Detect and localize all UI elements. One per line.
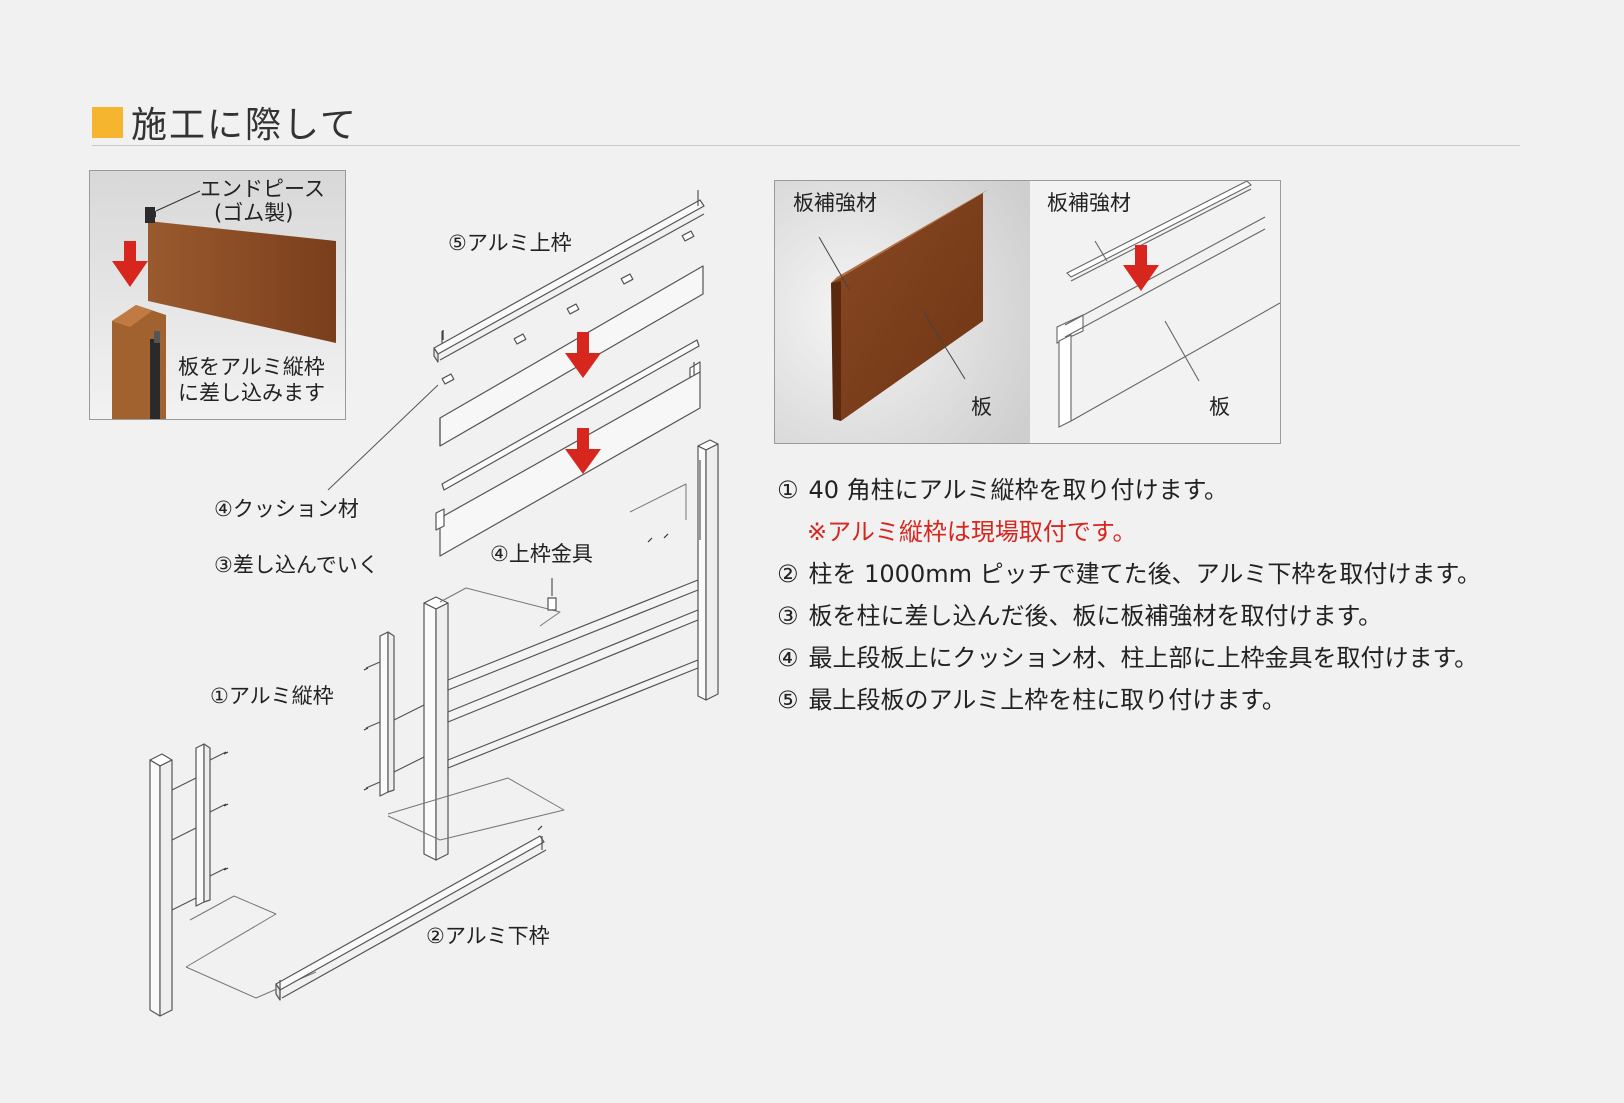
top-frame-label: ⑤アルミ上枠 <box>448 231 572 255</box>
end-piece-label-line1: エンドピース <box>200 177 325 201</box>
note-text: ※アルミ縦枠は現場取付です。 <box>807 518 1137 546</box>
reinforcement-photo <box>775 181 1280 443</box>
step-number: ① <box>777 476 799 504</box>
inset-caption-line2: に差し込みます <box>178 381 325 405</box>
bottom-frame-label: ②アルミ下枠 <box>426 924 550 948</box>
step-text: 最上段板上にクッション材、柱上部に上枠金具を取付けます。 <box>808 644 1479 672</box>
title-marker-square <box>92 106 123 138</box>
section-title: 施工に際して <box>92 96 358 148</box>
right-post <box>697 439 719 701</box>
arrow-down-icon <box>112 241 148 287</box>
insert-arrows <box>565 332 601 474</box>
right-board-label: 板 <box>1209 395 1230 419</box>
title-divider <box>92 145 1520 146</box>
end-piece-photo <box>90 171 345 419</box>
lower-board <box>435 371 701 557</box>
insert-label: ③差し込んでいく <box>214 553 379 577</box>
installation-steps: ① 40 角柱にアルミ縦枠を取り付けます。 ※アルミ縦枠は現場取付です。 ② 柱を … <box>777 478 1481 730</box>
reinforcement-strip <box>441 339 701 491</box>
arrow-down-icon <box>565 428 601 474</box>
top-frame-tabs <box>441 230 695 385</box>
step-5: ⑤ 最上段板のアルミ上枠を柱に取り付けます。 <box>777 688 1481 730</box>
step-1: ① 40 角柱にアルミ縦枠を取り付けます。 <box>777 478 1481 520</box>
end-piece-inset: エンドピース (ゴム製) 板をアルミ縦枠 に差し込みます <box>89 170 346 420</box>
rails <box>447 579 699 769</box>
arrow-down-icon <box>565 332 601 378</box>
cushion-label: ④クッション材 <box>214 497 359 521</box>
top-bracket-label: ④上枠金具 <box>490 542 593 566</box>
middle-post <box>423 596 449 861</box>
vertical-frame-left <box>195 743 227 907</box>
cushion-leader-line <box>327 384 439 491</box>
page-title: 施工に際して <box>131 105 358 146</box>
step-number: ② <box>777 560 799 588</box>
step-4: ④ 最上段板上にクッション材、柱上部に上枠金具を取付けます。 <box>777 646 1481 688</box>
arrow-down-icon <box>1123 245 1159 291</box>
right-reinforce-label: 板補強材 <box>1047 191 1131 215</box>
vertical-frame-label: ①アルミ縦枠 <box>210 684 334 708</box>
screws <box>223 330 669 871</box>
top-frame-part <box>433 190 705 363</box>
cushion-piece <box>441 373 455 385</box>
step-text: 柱を 1000mm ピッチで建てた後、アルミ下枠を取付けます。 <box>808 560 1481 588</box>
left-post <box>149 753 197 1017</box>
step-number: ④ <box>777 644 799 672</box>
vertical-frame-center <box>365 631 425 797</box>
step-text: 最上段板のアルミ上枠を柱に取り付けます。 <box>808 686 1286 714</box>
step-text: 40 角柱にアルミ縦枠を取り付けます。 <box>808 476 1229 504</box>
step-text: 板を柱に差し込んだ後、板に板補強材を取付けます。 <box>808 602 1383 630</box>
left-reinforce-label: 板補強材 <box>793 191 877 215</box>
top-bracket-part <box>547 578 557 611</box>
step-number: ⑤ <box>777 686 799 714</box>
bottom-frame-part <box>275 835 547 1001</box>
step-number: ③ <box>777 602 799 630</box>
step-3: ③ 板を柱に差し込んだ後、板に板補強材を取付けます。 <box>777 604 1481 646</box>
inset-caption-line1: 板をアルミ縦枠 <box>178 355 325 379</box>
end-piece-label-line2: (ゴム製) <box>214 201 294 225</box>
step-2: ② 柱を 1000mm ピッチで建てた後、アルミ下枠を取付けます。 <box>777 562 1481 604</box>
reinforcement-inset: 板補強材 板 板補強材 板 <box>774 180 1281 444</box>
step-note: ※アルミ縦枠は現場取付です。 <box>777 520 1481 562</box>
left-board-label: 板 <box>971 395 992 419</box>
